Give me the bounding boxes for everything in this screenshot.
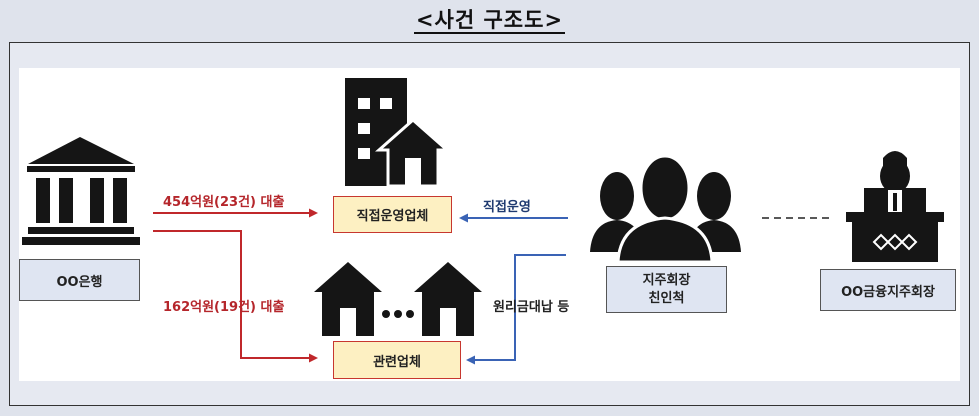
direct-company-label: 직접운영업체 xyxy=(356,209,429,224)
people-group-icon xyxy=(590,154,741,264)
page-title: <사건 구조도> xyxy=(413,8,566,34)
diagram-canvas xyxy=(19,68,960,381)
loan-related-label: 162억원(19건) 대출 xyxy=(163,300,285,315)
repayment-label: 원리금대납 등 xyxy=(493,300,570,315)
ellipsis-dots xyxy=(382,310,414,318)
repayment-arrow xyxy=(466,254,566,365)
building-icon xyxy=(345,78,451,188)
loan-direct-label: 454억원(23건) 대출 xyxy=(163,195,285,210)
loan-related-arrow xyxy=(153,230,318,363)
related-company-label: 관련업체 xyxy=(373,354,421,370)
direct-operation-label: 직접운영 xyxy=(483,200,531,215)
house-icon xyxy=(314,262,382,336)
bank-label: OO은행 xyxy=(56,274,103,290)
house-icon xyxy=(414,262,482,336)
chairman-label-line2: 친인척 xyxy=(648,290,685,306)
holding-node: OO금융지주회장 xyxy=(820,269,956,311)
judge-podium-icon xyxy=(846,151,944,262)
bank-icon xyxy=(22,137,140,245)
direct-company-node: 직접운영업체 xyxy=(333,196,452,233)
chairman-label-line1: 지주회장 xyxy=(642,272,691,288)
holding-label: OO금융지주회장 xyxy=(841,284,935,300)
bank-node: OO은행 xyxy=(19,259,140,301)
related-company-node: 관련업체 xyxy=(333,341,461,379)
chairman-node: 지주회장 친인척 xyxy=(606,266,727,313)
